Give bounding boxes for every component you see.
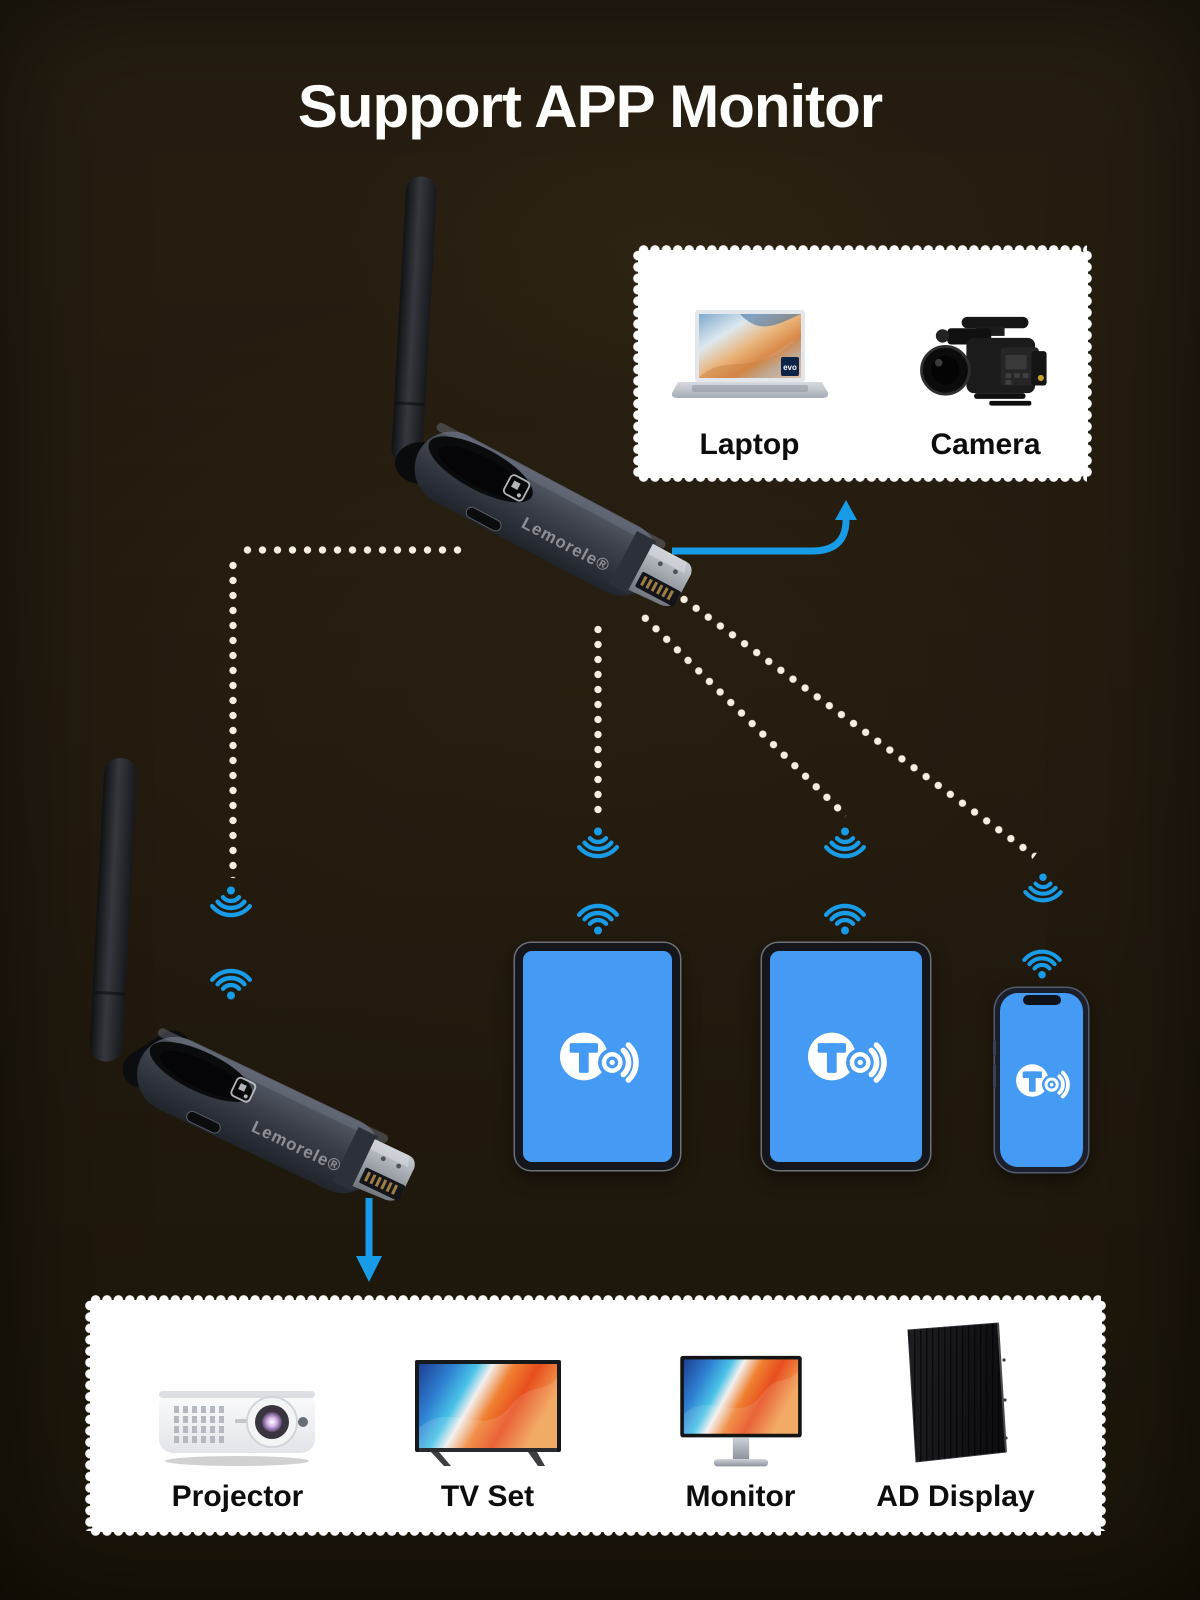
dongle-body: Lemorele® <box>414 422 692 607</box>
page-title: Support APP Monitor <box>297 73 883 140</box>
display-devices-panel: Projector <box>85 1295 1106 1536</box>
device-label: Camera <box>930 427 1041 461</box>
phone-side-button <box>993 1040 996 1056</box>
wifi-broadcast-icon <box>210 886 252 918</box>
wifi-broadcast-icon <box>577 827 619 859</box>
arrow-to-source-box-icon <box>672 500 857 555</box>
evo-badge: evo <box>780 356 799 376</box>
wifi-receive-icon <box>577 903 619 935</box>
device-label: TV Set <box>440 1479 535 1513</box>
connection-line-vertical-left <box>229 558 237 878</box>
camera-image <box>920 316 1047 406</box>
antenna <box>89 757 137 1062</box>
usb-c-port <box>186 1110 221 1134</box>
tablet-device <box>515 943 680 1170</box>
source-item-camera: Camera <box>891 270 1081 462</box>
screen-cast-t-logo-icon <box>807 1032 887 1083</box>
device-label: Projector <box>171 1479 304 1513</box>
connection-line-vertical-tablet1 <box>594 622 602 816</box>
nfc-badge-icon <box>230 1076 257 1103</box>
usb-c-port <box>465 506 502 532</box>
display-item-tv: TV Set <box>388 1318 588 1514</box>
connection-line-diagonal-phone <box>675 591 1038 860</box>
device-label: AD Display <box>876 1479 1035 1513</box>
phone-device <box>993 988 1088 1172</box>
source-devices-panel: evo Laptop <box>633 245 1092 482</box>
connection-line-horizontal <box>240 546 462 554</box>
hdmi-connector <box>332 1126 415 1201</box>
wifi-broadcast-icon <box>1023 873 1063 903</box>
hdmi-connector <box>608 530 692 607</box>
wifi-receive-icon <box>210 968 252 1000</box>
wifi-receive-icon <box>1022 949 1062 979</box>
nfc-badge-icon <box>502 474 531 502</box>
tv-image <box>414 1359 561 1466</box>
projector-image <box>159 1390 315 1466</box>
laptop-image: evo <box>671 309 828 398</box>
antenna <box>391 176 437 465</box>
source-panel-body: evo Laptop <box>637 249 1088 478</box>
device-label: Laptop <box>699 427 800 461</box>
display-panel-body: Projector <box>89 1299 1102 1532</box>
display-item-monitor: Monitor <box>641 1318 841 1514</box>
source-item-laptop: evo Laptop <box>655 270 845 462</box>
dongle-body: Lemorele® <box>137 1028 415 1201</box>
screen-cast-t-logo-icon <box>559 1032 639 1083</box>
ad-display-image <box>906 1321 1008 1463</box>
display-item-ad: AD Display <box>856 1318 1056 1514</box>
phone-notch <box>1022 995 1061 1005</box>
receiver-dongle: Lemorele® <box>89 757 415 1201</box>
monitor-image <box>679 1355 802 1466</box>
device-label: Monitor <box>685 1479 796 1513</box>
phone-side-button <box>993 1064 996 1088</box>
arrow-to-display-box-icon <box>356 1198 382 1282</box>
tablet-device <box>762 943 930 1170</box>
transmitter-dongle: Lemorele® <box>391 176 692 607</box>
wifi-broadcast-icon <box>824 827 866 859</box>
tablet-screen <box>523 951 672 1162</box>
svg-text:evo: evo <box>783 363 797 372</box>
phone-screen <box>1000 993 1083 1167</box>
screen-cast-t-logo-icon <box>1015 1063 1070 1098</box>
wifi-receive-icon <box>824 903 866 935</box>
display-item-projector: Projector <box>138 1318 338 1514</box>
tablet-screen <box>770 951 922 1162</box>
